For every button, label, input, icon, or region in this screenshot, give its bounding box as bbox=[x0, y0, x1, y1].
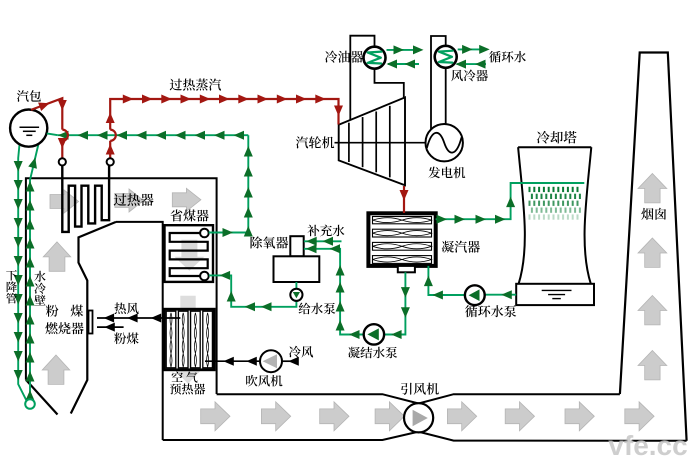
svg-text:vfe.cc: vfe.cc bbox=[609, 431, 688, 462]
svg-text:vfe.cc: vfe.cc bbox=[608, 430, 687, 461]
